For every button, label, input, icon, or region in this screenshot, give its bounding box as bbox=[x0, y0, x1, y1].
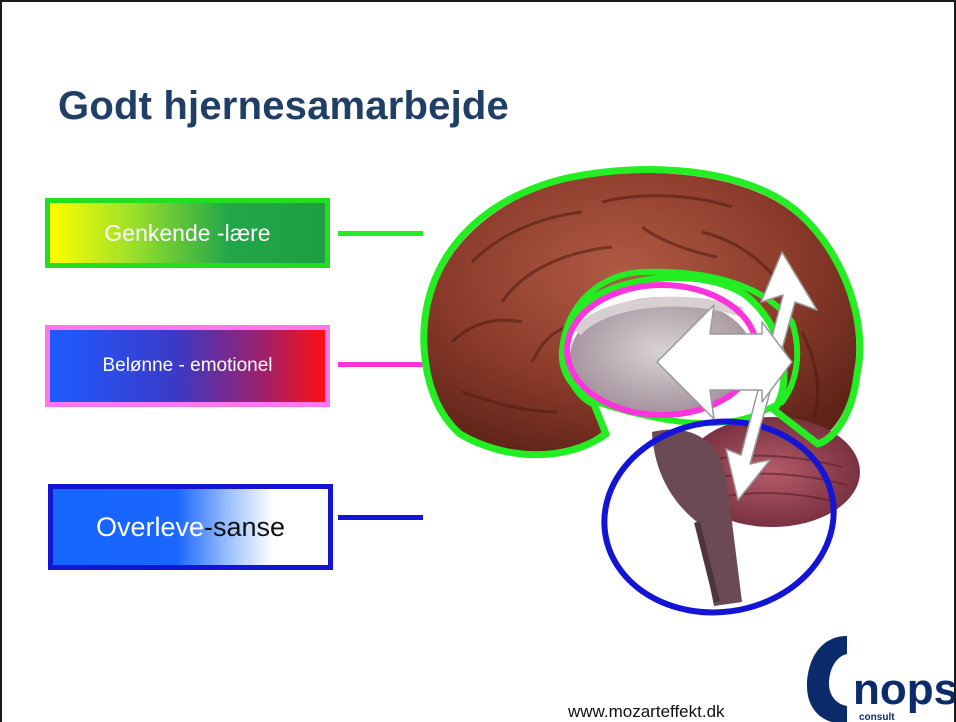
website-url: www.mozarteffekt.dk bbox=[568, 702, 725, 722]
overleve-label-box: Overleve-sanse bbox=[48, 484, 333, 570]
overleve-label-part2: -sanse bbox=[204, 512, 285, 543]
cnops-logo: nops consult bbox=[799, 632, 956, 722]
genkende-label-box: Genkende -lære bbox=[45, 198, 330, 268]
beloenne-label-box: Belønne - emotionel bbox=[45, 325, 330, 407]
genkende-label: Genkende -lære bbox=[104, 220, 270, 247]
brain-illustration bbox=[412, 157, 882, 617]
overleve-connector-line bbox=[338, 515, 423, 520]
beloenne-label: Belønne - emotionel bbox=[102, 355, 272, 377]
logo-word: nops bbox=[853, 665, 956, 714]
slide-title: Godt hjernesamarbejde bbox=[58, 84, 509, 129]
overleve-label-part1: Overleve bbox=[96, 512, 204, 543]
logo-sub: consult bbox=[859, 712, 895, 722]
genkende-connector-line bbox=[338, 231, 423, 236]
beloenne-connector-line bbox=[338, 362, 423, 367]
